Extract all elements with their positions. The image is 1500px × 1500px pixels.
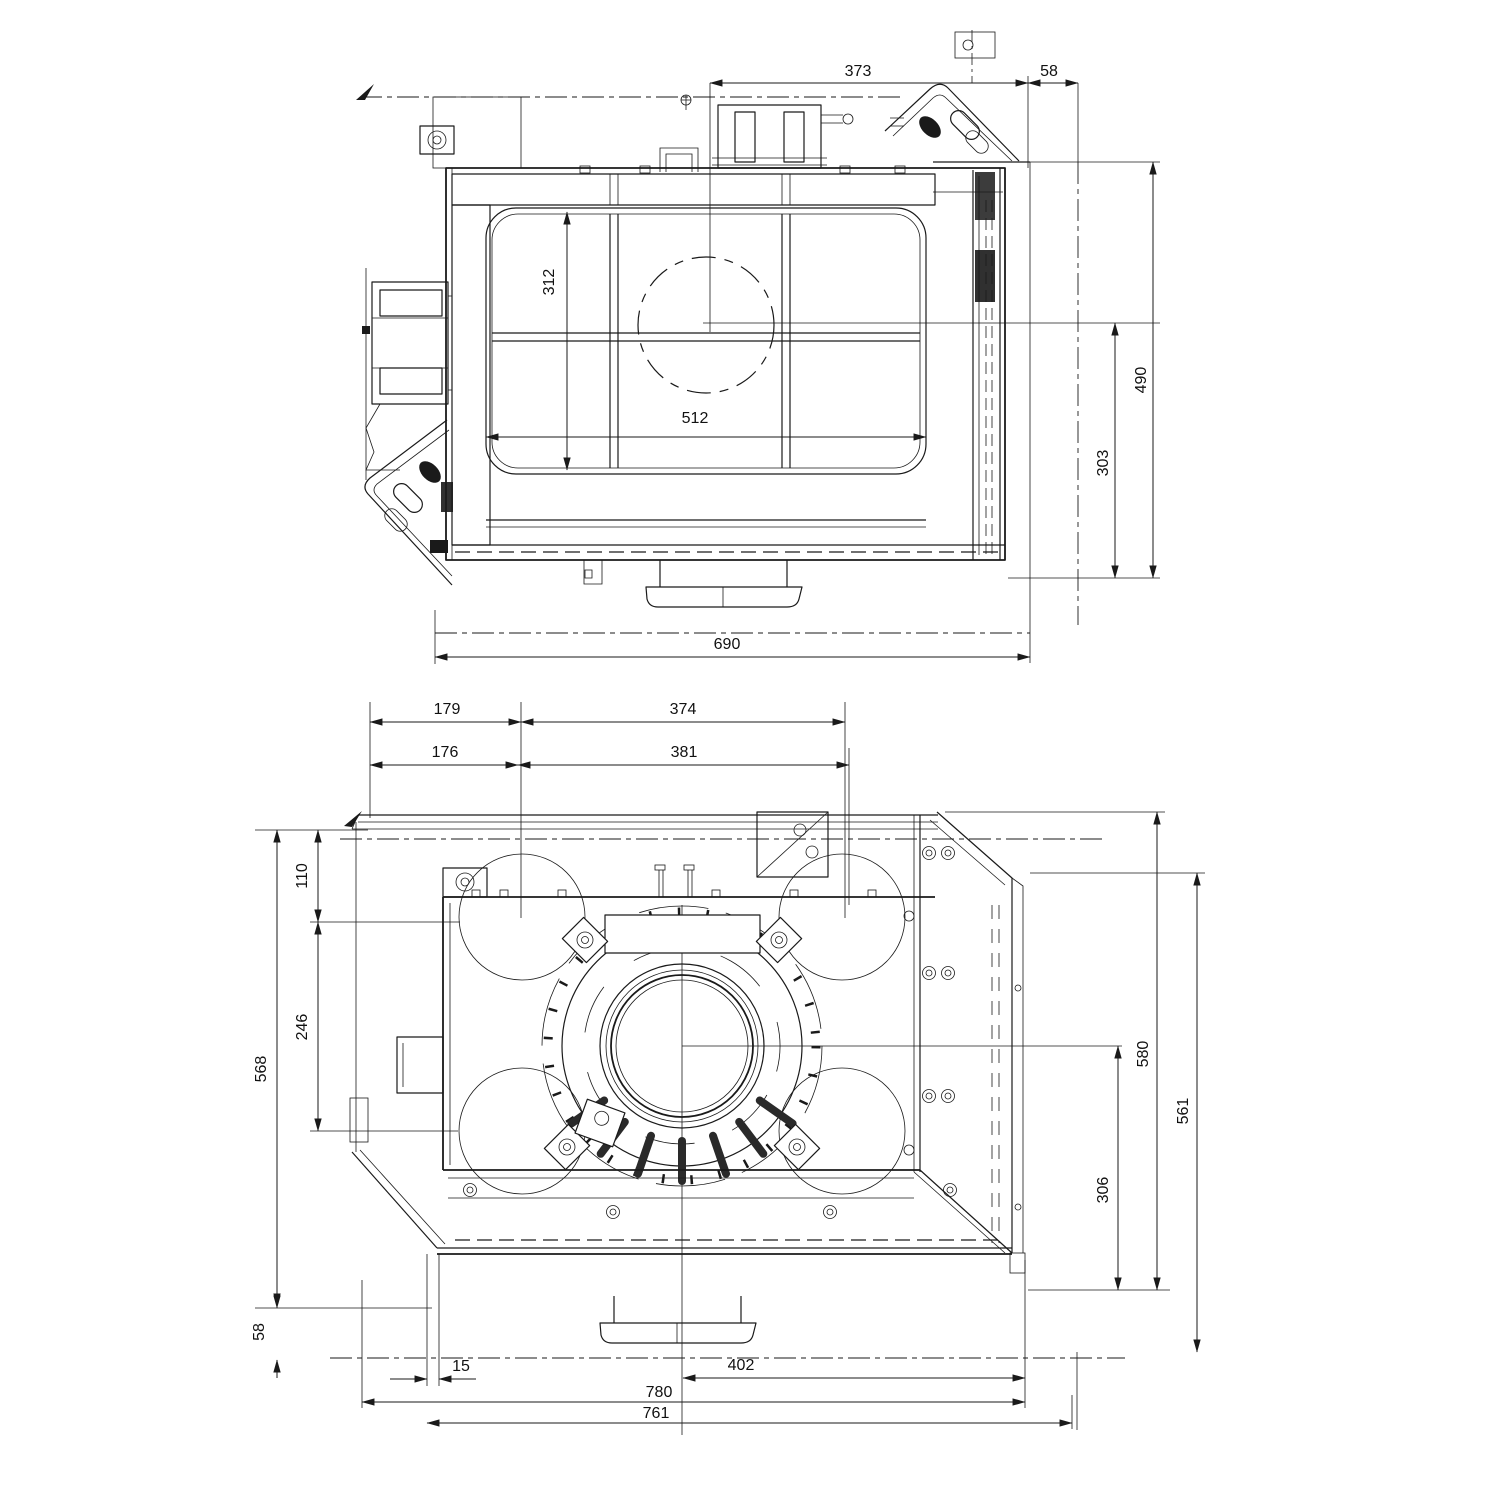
dim-label-15: 15 — [452, 1358, 470, 1375]
dimensions-lower: 179 374 176 381 110 246 568 58 580 561 3… — [251, 701, 1205, 1429]
front-bottom — [452, 544, 1005, 608]
panel-bolts — [903, 846, 1022, 1211]
upper-left-aux-box — [432, 96, 522, 169]
dim-label-373: 373 — [845, 63, 872, 80]
angled-side-panel — [903, 811, 1026, 1274]
centerlines-upper — [356, 83, 1160, 634]
air-duct-top — [712, 104, 854, 169]
dim-label-561: 561 — [1175, 1098, 1192, 1125]
front-base-plate — [351, 1149, 1012, 1344]
back-panel-edge — [351, 814, 938, 1152]
dim-label-580: 580 — [1135, 1041, 1152, 1068]
centerlines-lower — [330, 811, 1125, 1435]
dim-label-246: 246 — [294, 1014, 311, 1041]
dim-label-374: 374 — [670, 701, 697, 718]
dim-label-402: 402 — [728, 1357, 755, 1374]
dim-label-303: 303 — [1095, 450, 1112, 477]
dim-label-312: 312 — [541, 269, 558, 296]
dim-label-58-upper: 58 — [1040, 63, 1058, 80]
dim-label-176: 176 — [432, 744, 459, 761]
plate-top-right-lower — [756, 811, 829, 878]
casing-outline — [445, 167, 1006, 561]
collar-side-bracket — [574, 1098, 626, 1148]
mount-bracket-top-left — [419, 125, 455, 155]
dim-label-761: 761 — [643, 1405, 670, 1422]
dimensions-upper: 373 58 312 512 490 303 690 — [434, 63, 1160, 664]
flue-projection-circle — [637, 256, 775, 394]
flue-collar — [541, 905, 823, 1187]
collar-bolt-brackets — [543, 916, 821, 1171]
dim-label-381: 381 — [671, 744, 698, 761]
front-section-view: 373 58 312 512 490 303 690 — [356, 30, 1160, 664]
dim-label-512: 512 — [682, 410, 709, 427]
dim-label-568: 568 — [253, 1056, 270, 1083]
handle-lower — [599, 1296, 757, 1344]
dim-label-58-lower: 58 — [251, 1323, 268, 1341]
dim-label-690: 690 — [714, 636, 741, 653]
collar-top-plate — [604, 914, 761, 954]
dim-label-490: 490 — [1133, 367, 1150, 394]
dim-label-110: 110 — [294, 863, 311, 889]
side-panel-right — [933, 161, 1031, 663]
door-handle — [645, 560, 803, 608]
firebox-glass — [485, 207, 927, 528]
bracket-top-left-lower — [442, 867, 488, 898]
dim-label-179: 179 — [434, 701, 461, 718]
air-inlet-box-left — [362, 268, 452, 480]
dim-label-306: 306 — [1095, 1177, 1112, 1204]
top-view: 179 374 176 381 110 246 568 58 580 561 3… — [251, 701, 1205, 1435]
latch-bottom-left — [364, 419, 453, 586]
air-box-left-lower — [349, 1036, 444, 1143]
latch-top-right — [884, 30, 1020, 220]
body-outline-top — [442, 811, 935, 1172]
dim-label-780: 780 — [646, 1384, 673, 1401]
